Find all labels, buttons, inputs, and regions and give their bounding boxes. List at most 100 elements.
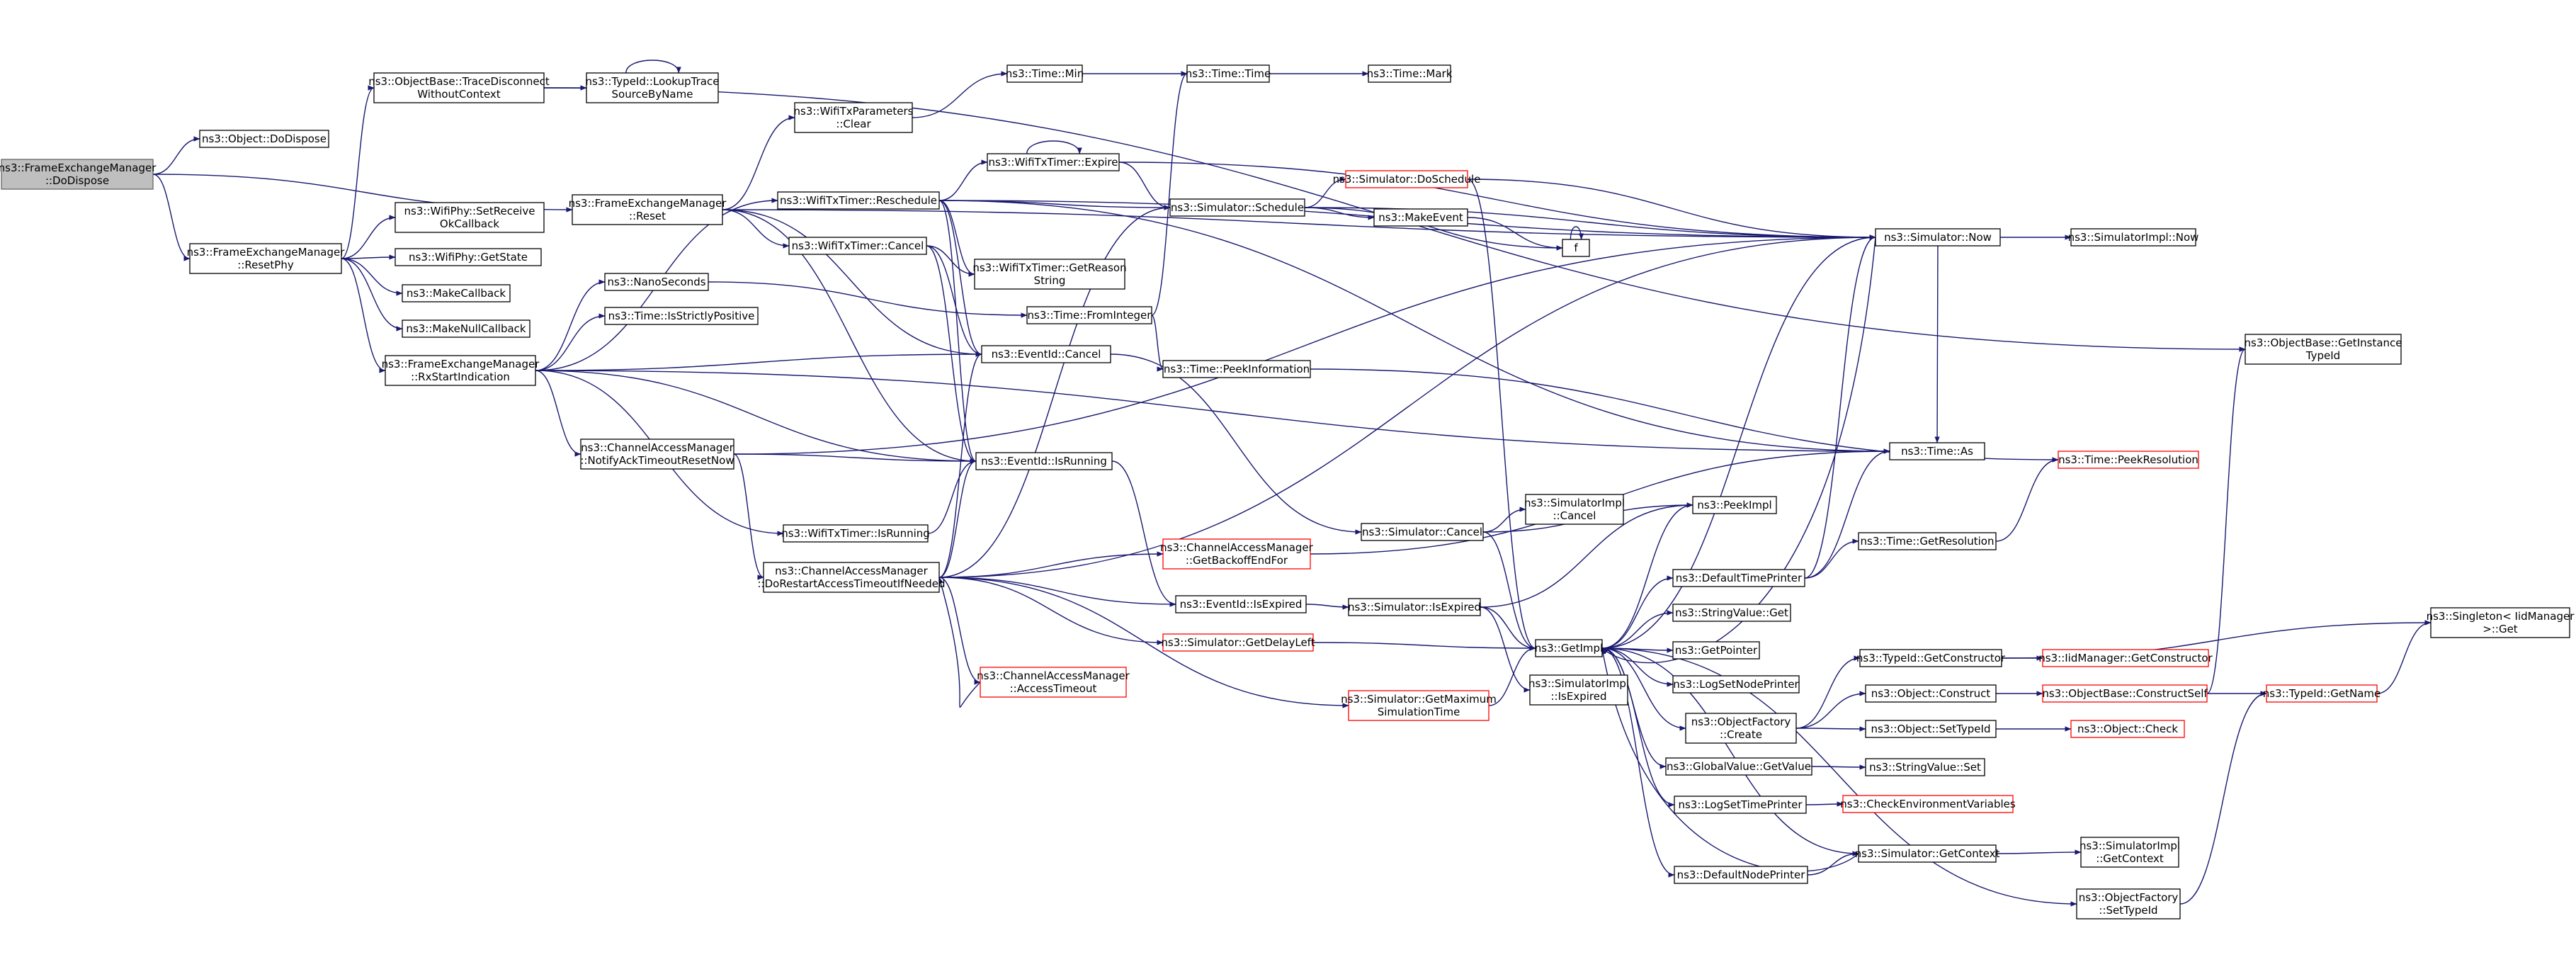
node-sim-schedule[interactable]: ns3::Simulator::Schedule	[1169, 198, 1305, 217]
node-label: ns3::EventId::Cancel	[992, 348, 1101, 361]
node-getpointer[interactable]: ns3::GetPointer	[1672, 641, 1760, 660]
node-dorestart[interactable]: ns3::ChannelAccessManager::DoRestartAcce…	[757, 562, 946, 593]
node-strval-get[interactable]: ns3::StringValue::Get	[1672, 604, 1791, 622]
node-makecallback[interactable]: ns3::MakeCallback	[402, 284, 511, 302]
node-wtp-clear[interactable]: ns3::WifiTxParameters::Clear	[794, 102, 914, 133]
node-getdelayleft[interactable]: ns3::Simulator::GetDelayLeft	[1161, 633, 1315, 652]
node-box	[1373, 208, 1468, 227]
node-label: ns3::WifiTxParameters	[794, 105, 914, 118]
node-wtt-isrunning[interactable]: ns3::WifiTxTimer::IsRunning	[781, 524, 930, 543]
edge-lookuptrace-to-lookuptrace	[625, 60, 681, 74]
node-makeevent[interactable]: ns3::MakeEvent	[1373, 208, 1468, 227]
node-box	[1361, 523, 1484, 541]
node-typeid-getname[interactable]: ns3::TypeId::GetName	[2263, 684, 2381, 703]
node-label: ns3::FrameExchangeManager	[382, 358, 540, 370]
node-sim-getcontext[interactable]: ns3::Simulator::GetContext	[1855, 844, 2000, 863]
node-label: ns3::StringValue::Set	[1869, 761, 1981, 774]
node-obj-settypeid[interactable]: ns3::Object::SetTypeId	[1865, 720, 1997, 738]
node-label: ns3::SimulatorImpl	[1528, 677, 1629, 690]
node-label: ::Cancel	[1553, 509, 1596, 522]
node-doschedule[interactable]: ns3::Simulator::DoSchedule	[1333, 170, 1481, 188]
node-sim-now[interactable]: ns3::Simulator::Now	[1875, 228, 2001, 247]
node-logsetnode[interactable]: ns3::LogSetNodePrinter	[1672, 675, 1800, 694]
node-time-time[interactable]: ns3::Time::Time	[1186, 64, 1271, 83]
edge-doschedule-to-getimpl	[1467, 179, 1536, 651]
node-label: ns3::Object::Check	[2077, 723, 2178, 735]
node-checkenv[interactable]: ns3::CheckEnvironmentVariables	[1840, 795, 2016, 813]
node-label: ns3::FrameExchangeManager	[569, 197, 727, 210]
edge-fem_reset-to-eventid_isrunning	[722, 209, 977, 464]
node-simimpl-getcontext[interactable]: ns3::SimulatorImpl::GetContext	[2079, 837, 2180, 868]
node-label: f	[1574, 242, 1578, 254]
node-accesstimeout[interactable]: ns3::ChannelAccessManager::AccessTimeout	[977, 667, 1130, 698]
node-eventid-isrunning[interactable]: ns3::EventId::IsRunning	[975, 452, 1113, 470]
node-tracedisconnect[interactable]: ns3::ObjectBase::TraceDisconnectWithoutC…	[368, 72, 550, 103]
node-isstrictlypos[interactable]: ns3::Time::IsStrictlyPositive	[604, 307, 759, 325]
node-box	[1006, 64, 1083, 83]
node-objfactory-settypeid[interactable]: ns3::ObjectFactory::SetTypeId	[2076, 888, 2181, 919]
node-iidmgr-getctor[interactable]: ns3::IidManager::GetConstructor	[2038, 649, 2213, 667]
edge-wtt_isrunning-to-eventid_isrunning	[927, 458, 977, 534]
edge-objfactory_create-to-obj_settypeid	[1795, 726, 1866, 732]
node-box	[1889, 442, 1985, 460]
node-fem-reset[interactable]: ns3::FrameExchangeManager::Reset	[569, 194, 727, 225]
node-objfactory-create[interactable]: ns3::ObjectFactory::Create	[1685, 713, 1797, 744]
node-object-dodispose[interactable]: ns3::Object::DoDispose	[199, 130, 329, 148]
node-getstate[interactable]: ns3::WifiPhy::GetState	[395, 248, 542, 266]
node-box	[981, 345, 1111, 363]
node-simimpl-now[interactable]: ns3::SimulatorImpl::Now	[2068, 228, 2199, 247]
node-time-min[interactable]: ns3::Time::Min	[1006, 64, 1084, 83]
node-f[interactable]: f	[1562, 239, 1590, 257]
node-simimpl-cancel[interactable]: ns3::SimulatorImpl::Cancel	[1524, 494, 1625, 525]
edge-dorestart-to-eventid_isrunning	[938, 458, 977, 578]
node-peekimpl[interactable]: ns3::PeekImpl	[1692, 496, 1777, 514]
node-wtt-cancel[interactable]: ns3::WifiTxTimer::Cancel	[788, 237, 927, 255]
node-notifyack[interactable]: ns3::ChannelAccessManager::NotifyAckTime…	[580, 438, 734, 470]
node-simimpl-isexpired[interactable]: ns3::SimulatorImpl::IsExpired	[1528, 674, 1629, 706]
node-makenullcallback[interactable]: ns3::MakeNullCallback	[402, 319, 530, 338]
node-time-as[interactable]: ns3::Time::As	[1889, 442, 1985, 460]
node-deftimeprinter[interactable]: ns3::DefaultTimePrinter	[1672, 569, 1805, 587]
node-reschedule[interactable]: ns3::WifiTxTimer::Reschedule	[777, 191, 940, 210]
node-label: ns3::Time::Min	[1006, 67, 1084, 80]
node-logsettime[interactable]: ns3::LogSetTimePrinter	[1674, 796, 1807, 814]
node-obj-construct[interactable]: ns3::Object::Construct	[1865, 684, 1997, 703]
node-nanoseconds[interactable]: ns3::NanoSeconds	[604, 273, 709, 291]
node-box	[199, 130, 329, 148]
node-wtt-expire[interactable]: ns3::WifiTxTimer::Expire	[987, 153, 1120, 171]
node-label: ns3::Simulator::Schedule	[1171, 201, 1304, 214]
node-typeid-getctor[interactable]: ns3::TypeId::GetConstructor	[1856, 649, 2006, 667]
node-sim-isexpired[interactable]: ns3::Simulator::IsExpired	[1348, 598, 1481, 616]
node-box	[402, 319, 530, 338]
node-objbase-constructself[interactable]: ns3::ObjectBase::ConstructSelf	[2042, 684, 2208, 703]
node-defnodeprinter[interactable]: ns3::DefaultNodePrinter	[1674, 866, 1808, 884]
node-strval-set[interactable]: ns3::StringValue::Set	[1865, 758, 1985, 776]
node-globalval-get[interactable]: ns3::GlobalValue::GetValue	[1665, 757, 1812, 776]
node-getresolution[interactable]: ns3::Time::GetResolution	[1858, 532, 1997, 550]
node-eventid-isexpired[interactable]: ns3::EventId::IsExpired	[1175, 595, 1307, 613]
node-getimpl[interactable]: ns3::GetImpl	[1535, 639, 1603, 657]
node-label: ns3::Time::IsStrictlyPositive	[608, 310, 755, 322]
node-box	[777, 191, 940, 210]
node-getbackoff[interactable]: ns3::ChannelAccessManager::GetBackoffEnd…	[1160, 538, 1314, 570]
node-label: String	[1034, 274, 1066, 287]
node-eventid-cancel[interactable]: ns3::EventId::Cancel	[981, 345, 1111, 363]
node-peekinfo[interactable]: ns3::Time::PeekInformation	[1162, 360, 1311, 378]
node-box	[1865, 758, 1985, 776]
node-label: ns3::FrameExchangeManager	[0, 162, 157, 174]
node-label: ns3::Time::PeekInformation	[1164, 363, 1310, 375]
node-peekresolution[interactable]: ns3::Time::PeekResolution	[2058, 451, 2199, 469]
node-dodispose-fem[interactable]: ns3::FrameExchangeManager::DoDispose	[0, 159, 157, 190]
node-sim-cancel[interactable]: ns3::Simulator::Cancel	[1361, 523, 1484, 541]
node-resetphy[interactable]: ns3::FrameExchangeManager::ResetPhy	[187, 243, 346, 274]
node-singleton-get[interactable]: ns3::Singleton< IidManager>::Get	[2427, 607, 2575, 638]
node-fromint[interactable]: ns3::Time::FromInteger	[1026, 306, 1152, 324]
node-time-mark[interactable]: ns3::Time::Mark	[1367, 64, 1453, 83]
node-obj-check[interactable]: ns3::Object::Check	[2070, 720, 2185, 738]
node-rxstart[interactable]: ns3::FrameExchangeManager::RxStartIndica…	[382, 355, 540, 386]
